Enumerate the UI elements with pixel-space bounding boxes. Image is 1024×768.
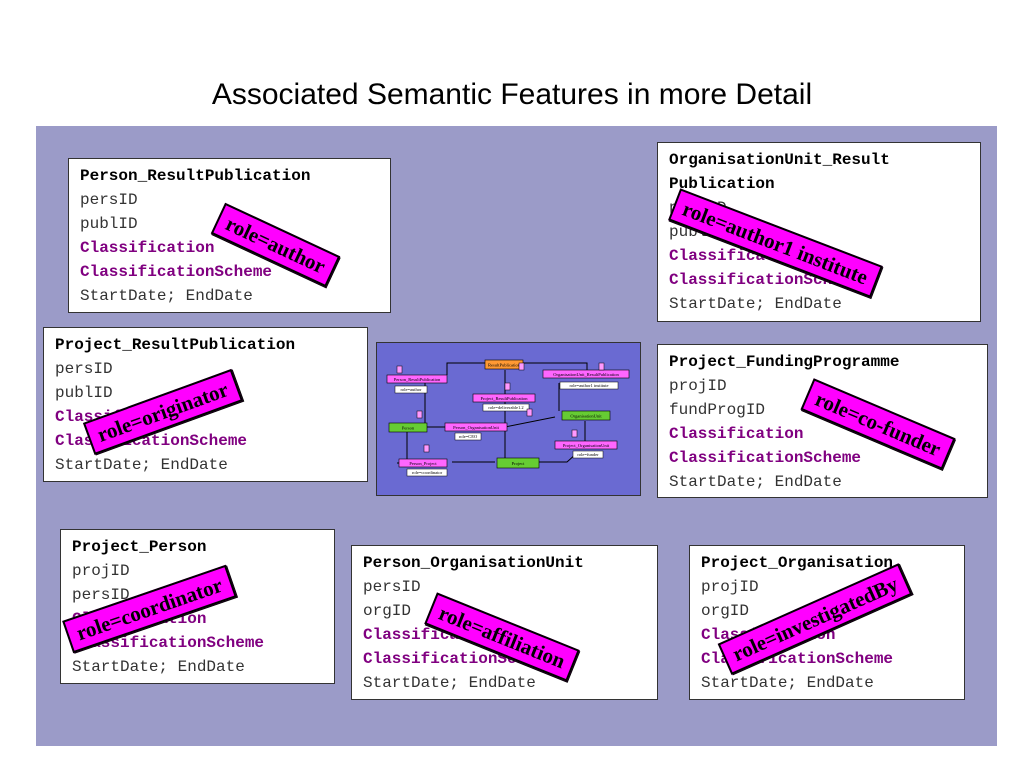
field-persid: persID <box>363 578 421 596</box>
field-classification-scheme: ClassificationScheme <box>669 449 862 467</box>
field-persid: persID <box>72 586 130 604</box>
relationship-diagram-svg: ResultPublication Person_ResultPublicati… <box>386 359 630 477</box>
diagram-role-label: role=CEO <box>459 434 478 439</box>
field-dates: StartDate; EndDate <box>363 674 536 692</box>
field-classification-scheme: ClassificationScheme <box>72 634 265 652</box>
diagram-node-label: Person_OrganisationUnit <box>453 425 499 430</box>
field-classification: Classification <box>80 239 215 257</box>
field-publid: publID <box>55 384 113 402</box>
diagram-node-label: OrganisationUnit <box>570 414 602 419</box>
diagram-node-label: Project_ResultPublication <box>481 396 529 401</box>
diagram-node-label: Project <box>512 461 525 466</box>
field-orgid: orgID <box>701 602 750 620</box>
diagram-role-label: role=author <box>400 387 422 392</box>
relationship-diagram: ResultPublication Person_ResultPublicati… <box>376 342 641 496</box>
diagram-role-label: role=funder <box>577 452 599 457</box>
field-persid: persID <box>80 191 138 209</box>
diagram-node-label: Person <box>402 426 415 431</box>
box-heading: Project_Organisation <box>701 554 894 572</box>
box-heading: Person_ResultPublication <box>80 167 311 185</box>
field-orgid: orgID <box>363 602 412 620</box>
field-dates: StartDate; EndDate <box>80 287 253 305</box>
box-heading-continued: Publication <box>669 175 775 193</box>
field-dates: StartDate; EndDate <box>55 456 228 474</box>
field-classification: Classification <box>669 425 804 443</box>
diagram-node-label: Person_ResultPublication <box>394 377 441 382</box>
diagram-role-label: role=author1 institute <box>570 383 609 388</box>
diagram-node-label: OrganisationUnit_ResultPublication <box>553 372 619 377</box>
orgunit-resultpublication-box: OrganisationUnit_Result Publication pers… <box>657 142 981 322</box>
box-heading: Project_FundingProgramme <box>669 353 900 371</box>
field-dates: StartDate; EndDate <box>701 674 874 692</box>
diagram-role-label: role=deliverable1.2 <box>488 405 523 410</box>
field-dates: StartDate; EndDate <box>72 658 245 676</box>
project-fundingprogramme-box: Project_FundingProgramme projID fundProg… <box>657 344 988 498</box>
slide-title: Associated Semantic Features in more Det… <box>211 78 813 111</box>
diagram-node-label: Person_Project <box>409 461 437 466</box>
box-heading: OrganisationUnit_Result <box>669 151 890 169</box>
field-projid: projID <box>72 562 130 580</box>
field-classification-scheme: ClassificationScheme <box>80 263 273 281</box>
field-projid: projID <box>701 578 759 596</box>
field-dates: StartDate; EndDate <box>669 473 842 491</box>
field-dates: StartDate; EndDate <box>669 295 842 313</box>
diagram-node-label: ResultPublication <box>488 363 521 368</box>
box-heading: Project_Person <box>72 538 207 556</box>
box-heading: Project_ResultPublication <box>55 336 296 354</box>
field-persid: persID <box>55 360 113 378</box>
diagram-role-label: role=coordinator <box>412 470 443 475</box>
field-publid: publID <box>80 215 138 233</box>
box-heading: Person_OrganisationUnit <box>363 554 584 572</box>
diagram-node-label: Project_OrganisationUnit <box>563 443 610 448</box>
field-projid: projID <box>669 377 727 395</box>
field-fundprogid: fundProgID <box>669 401 766 419</box>
